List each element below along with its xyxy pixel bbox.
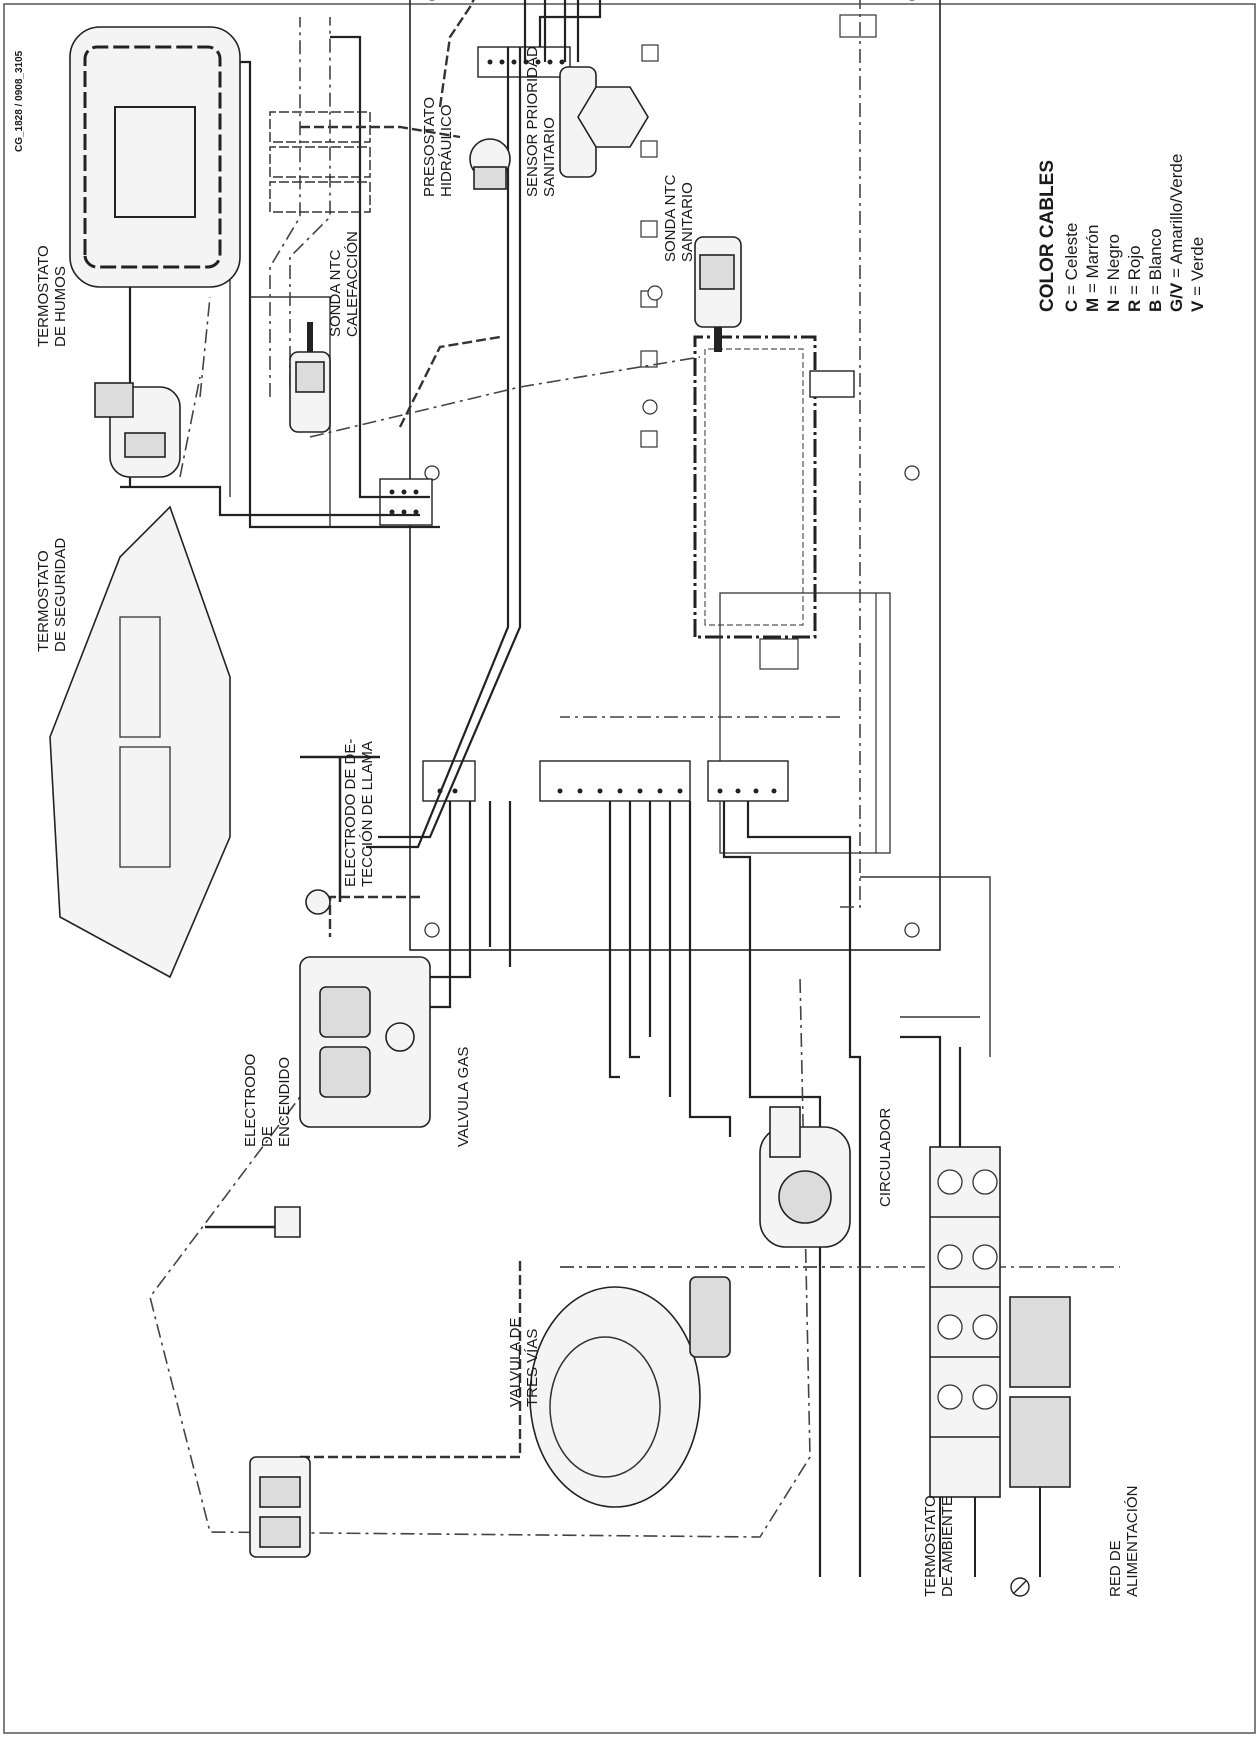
label-red-alimentacion: RED DE ALIMENTACIÓN <box>1107 1486 1141 1597</box>
circulador-component <box>759 1106 851 1248</box>
display-panel <box>69 26 371 288</box>
bottom-left-component <box>249 1456 311 1558</box>
legend-entry-c: C = Celeste <box>1062 223 1081 312</box>
legend-entry-b: B = Blanco <box>1146 228 1165 312</box>
sonda-ntc-calefaccion-component <box>289 322 331 433</box>
control-board <box>379 0 941 951</box>
color-cables-legend: COLOR CABLES C = Celeste M = Marrón N = … <box>1037 154 1207 312</box>
label-termostato-seguridad: TERMOSTATO DE SEGURIDAD <box>35 538 69 652</box>
valvula-gas-component <box>299 956 431 1128</box>
legend-entry-m: M = Marrón <box>1083 225 1102 312</box>
valvula-tres-vias-component <box>529 1276 731 1508</box>
termostato-humos-component <box>94 382 181 478</box>
rotated-drawing: TERMOSTATO DE HUMOS TERMOSTATO DE SEGURI… <box>14 0 1207 1597</box>
electrodo-deteccion-component <box>300 755 380 915</box>
component-labels: TERMOSTATO DE HUMOS TERMOSTATO DE SEGURI… <box>35 42 1141 1597</box>
label-sensor-prioridad-sanitario: SENSOR PRIORIDAD SANITARIO <box>524 42 558 197</box>
sonda-ntc-sanitario-component <box>694 236 742 352</box>
label-sonda-ntc-calefaccion: SONDA NTC CALEFACCIÓN <box>327 231 361 337</box>
label-valvula-tres-vias: VALVULA DE TRES VÍAS <box>507 1313 541 1407</box>
label-sonda-ntc-sanitario: SONDA NTC SANITARIO <box>662 170 696 262</box>
label-circulador: CIRCULADOR <box>877 1108 894 1207</box>
burner-component <box>49 505 231 979</box>
electrodo-encendido-component <box>205 1206 301 1238</box>
legend-title: COLOR CABLES <box>1037 160 1058 312</box>
legend-entry-v: V = Verde <box>1188 237 1207 312</box>
terminal-block <box>900 1035 1071 1577</box>
reference-code: CG_1828 / 0908_3105 <box>14 50 25 152</box>
earth-symbol <box>1010 1577 1030 1597</box>
label-electrodo-deteccion: ELECTRODO DE DE- TECCIÓN DE LLAMA <box>342 734 376 887</box>
page-frame <box>3 3 1256 1734</box>
label-electrodo-encendido: ELECTRODO DE ENCENDIDO <box>242 1049 293 1147</box>
label-termostato-humos: TERMOSTATO DE HUMOS <box>35 241 69 347</box>
sensor-prioridad-sanitario-component <box>559 66 649 178</box>
legend-entry-n: N = Negro <box>1104 234 1123 312</box>
label-valvula-gas: VALVULA GAS <box>455 1047 472 1147</box>
label-termostato-ambiente: TERMOSTATO DE AMBIENTE <box>922 1491 956 1597</box>
label-presostato-hidraulico: PRESOSTATO HIDRÁULICO <box>421 93 455 197</box>
legend-entry-gv: G/V = Amarillo/Verde <box>1167 154 1186 312</box>
presostato-hidraulico-component <box>469 138 511 190</box>
legend-entry-r: R = Rojo <box>1125 245 1144 312</box>
